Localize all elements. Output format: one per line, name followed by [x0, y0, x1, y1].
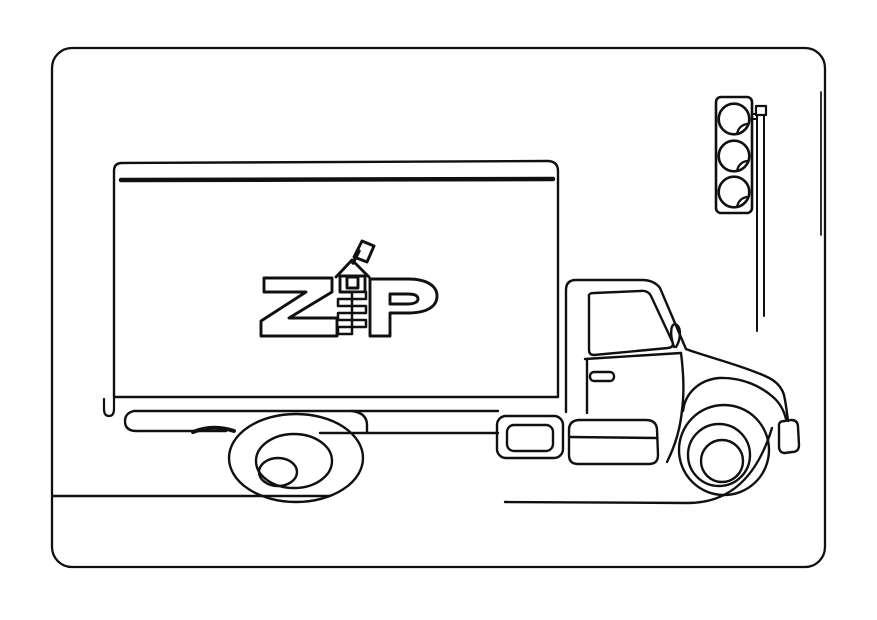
truck-chassis	[123, 409, 565, 460]
truck	[102, 159, 801, 504]
front-wheel	[677, 403, 771, 497]
fuel-tank	[495, 414, 565, 460]
rear-wheel-outer	[227, 412, 365, 504]
door-handle	[588, 370, 616, 383]
cargo-box-rear-hook	[102, 395, 116, 418]
front-fender-arch	[681, 376, 788, 421]
cab-roof-and-windshield	[564, 278, 688, 414]
cargo-box-top-band	[118, 176, 556, 183]
zipper-tooth	[336, 297, 354, 308]
lamp-swirl	[735, 195, 749, 209]
truck-cargo-box	[102, 159, 560, 418]
zipper-tooth	[336, 311, 354, 322]
cab-step-inner-line	[568, 435, 659, 440]
logo-house-roof	[334, 258, 371, 279]
logo-letter-z	[259, 276, 339, 338]
pole-bracket	[751, 113, 757, 120]
traffic-light	[714, 95, 768, 332]
pole-cap	[754, 104, 768, 117]
frame-border	[50, 46, 827, 569]
logo-letter-p-counter	[388, 292, 420, 306]
zipper-tooth	[350, 304, 368, 315]
skirt-right-corner	[350, 409, 369, 435]
front-wheel-rim	[686, 422, 752, 488]
traffic-light-lamp-bottom	[717, 175, 751, 209]
logo-zipper-pull-link	[351, 249, 361, 265]
front-wheel-hub	[699, 438, 745, 484]
lamp-swirl	[735, 122, 749, 136]
zip-logo	[259, 239, 439, 338]
truck-cab	[564, 278, 790, 466]
cab-step-box	[567, 418, 660, 466]
rear-wheel	[227, 412, 365, 504]
hood-line	[684, 347, 790, 423]
logo-zipper-pull-icon	[352, 239, 376, 264]
front-bumper	[777, 418, 801, 455]
logo-letter-p	[368, 277, 439, 338]
traffic-light-lamp-middle	[717, 139, 751, 173]
lamp-swirl	[735, 159, 749, 173]
traffic-light-housing	[714, 95, 754, 215]
fuel-tank-inner	[505, 423, 555, 453]
front-wheel-outer	[677, 403, 771, 497]
zipper-tooth	[350, 290, 368, 301]
fender-lip-crescent	[191, 425, 236, 434]
cab-beltline	[583, 351, 683, 361]
zipper-tooth	[350, 318, 368, 329]
rear-wheel-rim	[254, 432, 334, 490]
mirror-icon	[669, 323, 682, 349]
traffic-light-lamp-top	[717, 102, 751, 136]
zipper-tooth	[336, 325, 354, 336]
ground-line-right	[503, 426, 774, 505]
rear-wheel-hub	[257, 456, 299, 488]
cargo-box-outline	[112, 159, 560, 399]
logo-house-window	[345, 275, 360, 290]
logo-zipper-teeth	[336, 290, 368, 336]
skirt-left-cap	[123, 409, 138, 433]
